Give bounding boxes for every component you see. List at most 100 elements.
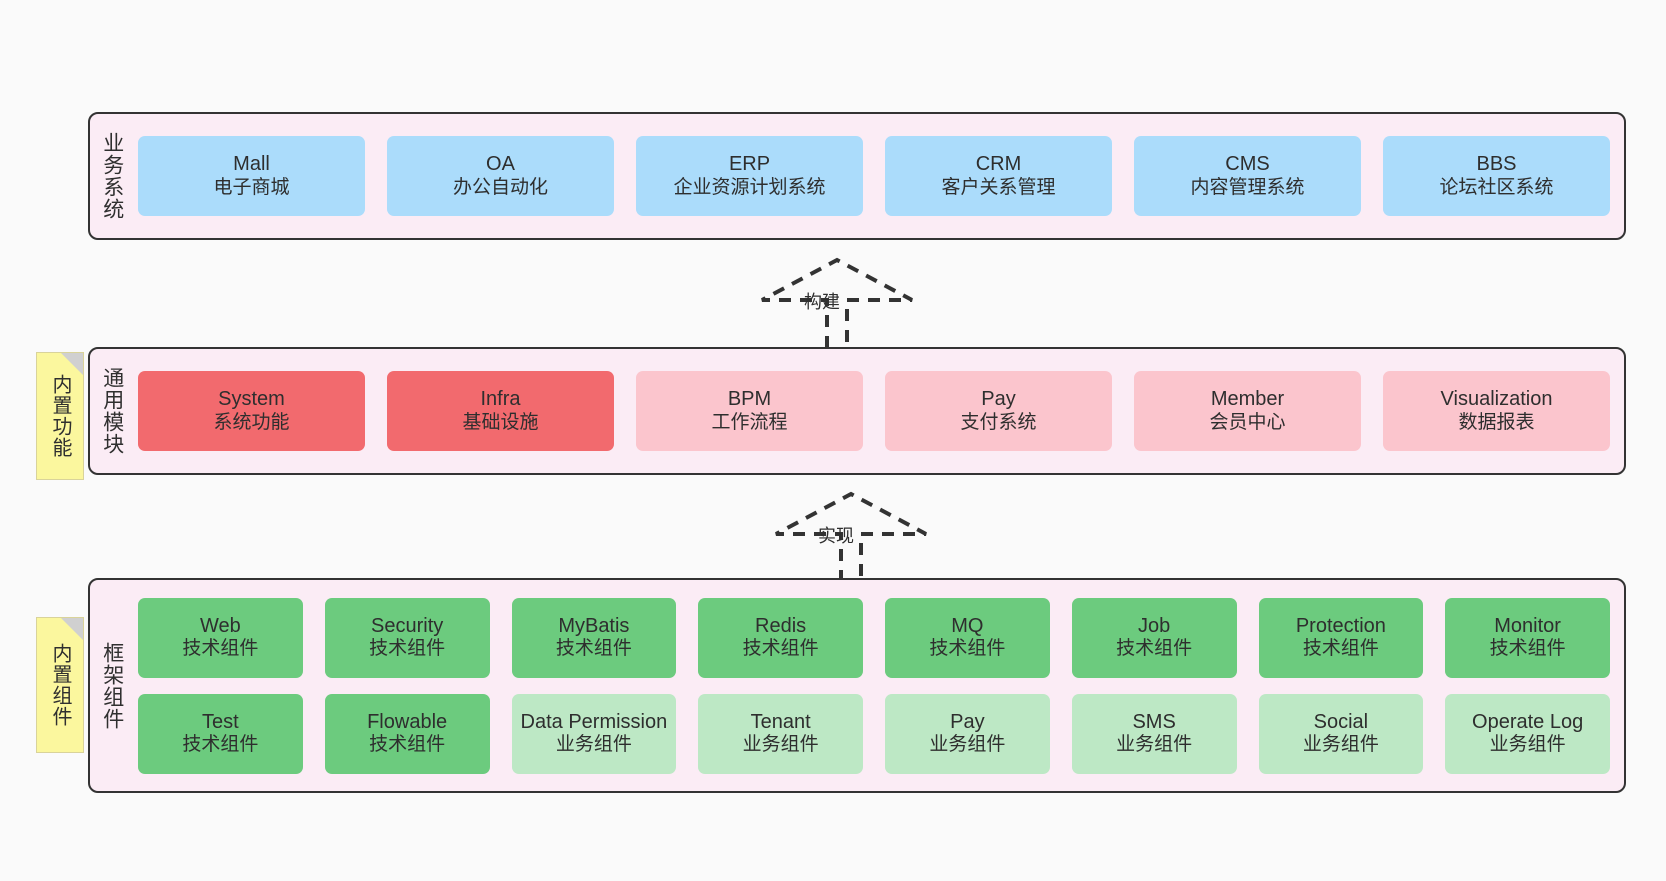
- box-title-en: Web: [199, 614, 241, 637]
- box-oa[interactable]: OA 办公自动化: [387, 136, 614, 216]
- box-infra[interactable]: Infra 基础设施: [387, 371, 614, 451]
- connector-implement: 实现: [766, 490, 936, 582]
- box-title-en: CRM: [975, 153, 1022, 175]
- box-erp[interactable]: ERP 企业资源计划系统: [636, 136, 863, 216]
- box-title-en: Test: [202, 710, 239, 733]
- box-redis[interactable]: Redis 技术组件: [698, 597, 863, 678]
- box-title-cn: 业务组件: [1116, 734, 1193, 756]
- box-title-cn: 电子商城: [213, 176, 290, 198]
- box-mall[interactable]: Mall 电子商城: [138, 136, 365, 216]
- box-title-en: SMS: [1132, 710, 1176, 733]
- box-test[interactable]: Test 技术组件: [138, 693, 303, 774]
- box-pay-module[interactable]: Pay 支付系统: [885, 371, 1112, 451]
- box-title-en: OA: [486, 153, 515, 175]
- box-title-en: Security: [371, 614, 444, 637]
- box-title-cn: 工作流程: [711, 411, 788, 433]
- connector-implement-label: 实现: [818, 526, 854, 546]
- box-flowable[interactable]: Flowable 技术组件: [324, 693, 490, 774]
- box-title-en: Job: [1138, 614, 1171, 637]
- modules-row: System 系统功能 Infra 基础设施 BPM 工作流程 Pay 支付系统…: [138, 371, 1610, 451]
- box-title-cn: 技术组件: [1302, 638, 1379, 660]
- box-title-en: Social: [1313, 710, 1369, 733]
- box-title-cn: 客户关系管理: [941, 176, 1056, 198]
- box-title-cn: 技术组件: [1116, 638, 1193, 660]
- box-title-cn: 企业资源计划系统: [673, 176, 826, 198]
- box-member[interactable]: Member 会员中心: [1134, 371, 1361, 451]
- box-tenant[interactable]: Tenant 业务组件: [698, 693, 863, 774]
- box-title-en: Operate Log: [1472, 710, 1584, 733]
- box-title-en: Pay: [981, 388, 1016, 410]
- note-fold-corner-icon: [61, 353, 83, 375]
- box-data-permission[interactable]: Data Permission 业务组件: [511, 693, 677, 774]
- layer-title-framework: 框架组件: [100, 641, 124, 730]
- box-protection[interactable]: Protection 技术组件: [1258, 597, 1424, 678]
- connector-build-arrow-icon: [761, 257, 913, 348]
- box-title-cn: 业务组件: [1302, 734, 1379, 756]
- layer-body-framework: Web 技术组件 Security 技术组件 MyBatis 技术组件 Redi…: [134, 580, 1624, 791]
- box-title-cn: 技术组件: [555, 638, 632, 660]
- connector-build-label: 构建: [804, 292, 840, 312]
- box-pay-component[interactable]: Pay 业务组件: [885, 693, 1050, 774]
- box-mq[interactable]: MQ 技术组件: [885, 597, 1050, 678]
- box-title-cn: 技术组件: [182, 734, 259, 756]
- box-crm[interactable]: CRM 客户关系管理: [885, 136, 1112, 216]
- box-title-cn: 技术组件: [929, 638, 1006, 660]
- box-title-en: BBS: [1476, 153, 1517, 175]
- box-title-en: Pay: [950, 710, 985, 733]
- box-title-en: Protection: [1295, 614, 1386, 637]
- layer-business-systems: 业务系统 Mall 电子商城 OA 办公自动化 ERP 企业资源计划系统 CRM…: [88, 112, 1626, 240]
- note-builtin-features: 内置功能: [36, 352, 84, 480]
- layer-title-business: 业务系统: [100, 132, 124, 220]
- box-title-cn: 支付系统: [960, 411, 1037, 433]
- box-monitor[interactable]: Monitor 技术组件: [1445, 597, 1610, 678]
- box-title-cn: 技术组件: [369, 638, 446, 660]
- box-title-cn: 业务组件: [742, 734, 819, 756]
- box-job[interactable]: Job 技术组件: [1071, 597, 1237, 678]
- connector-implement-arrow-icon: [775, 491, 927, 582]
- note-builtin-components: 内置组件: [36, 617, 84, 753]
- layer-body-modules: System 系统功能 Infra 基础设施 BPM 工作流程 Pay 支付系统…: [134, 349, 1624, 473]
- box-title-en: Visualization: [1440, 388, 1553, 410]
- layer-title-modules: 通用模块: [100, 367, 124, 455]
- box-web[interactable]: Web 技术组件: [138, 597, 303, 678]
- box-title-en: MQ: [951, 614, 984, 637]
- business-row: Mall 电子商城 OA 办公自动化 ERP 企业资源计划系统 CRM 客户关系…: [138, 136, 1610, 216]
- box-title-cn: 技术组件: [369, 734, 446, 756]
- framework-biz-row: Test 技术组件 Flowable 技术组件 Data Permission …: [138, 693, 1610, 774]
- box-title-en: Monitor: [1494, 614, 1561, 637]
- box-title-en: Mall: [233, 153, 270, 175]
- box-title-cn: 论坛社区系统: [1439, 176, 1554, 198]
- box-title-en: CMS: [1225, 153, 1270, 175]
- box-social[interactable]: Social 业务组件: [1258, 693, 1424, 774]
- box-sms[interactable]: SMS 业务组件: [1071, 693, 1237, 774]
- box-bbs[interactable]: BBS 论坛社区系统: [1383, 136, 1610, 216]
- box-mybatis[interactable]: MyBatis 技术组件: [511, 597, 677, 678]
- box-title-cn: 数据报表: [1458, 411, 1535, 433]
- layer-framework-components: 框架组件 Web 技术组件 Security 技术组件 MyBatis 技术组件…: [88, 578, 1626, 793]
- box-title-cn: 业务组件: [1489, 734, 1566, 756]
- box-title-en: Infra: [480, 388, 521, 410]
- note-fold-corner-icon: [61, 618, 83, 640]
- box-title-en: Flowable: [367, 710, 448, 733]
- box-title-cn: 技术组件: [182, 638, 259, 660]
- box-operate-log[interactable]: Operate Log 业务组件: [1445, 693, 1610, 774]
- note-label: 内置组件: [49, 643, 71, 727]
- box-title-cn: 会员中心: [1209, 411, 1286, 433]
- box-title-cn: 业务组件: [929, 734, 1006, 756]
- box-title-en: Member: [1210, 388, 1285, 410]
- box-bpm[interactable]: BPM 工作流程: [636, 371, 863, 451]
- box-title-cn: 系统功能: [213, 411, 290, 433]
- box-cms[interactable]: CMS 内容管理系统: [1134, 136, 1361, 216]
- box-title-cn: 内容管理系统: [1190, 176, 1305, 198]
- box-title-en: Data Permission: [520, 710, 668, 733]
- box-title-en: Tenant: [750, 710, 811, 733]
- box-visualization[interactable]: Visualization 数据报表: [1383, 371, 1610, 451]
- box-title-en: ERP: [728, 153, 771, 175]
- note-label: 内置功能: [49, 374, 71, 458]
- connector-build: 构建: [752, 256, 922, 348]
- box-security[interactable]: Security 技术组件: [324, 597, 490, 678]
- box-system[interactable]: System 系统功能: [138, 371, 365, 451]
- box-title-cn: 办公自动化: [452, 176, 548, 198]
- box-title-cn: 基础设施: [462, 411, 539, 433]
